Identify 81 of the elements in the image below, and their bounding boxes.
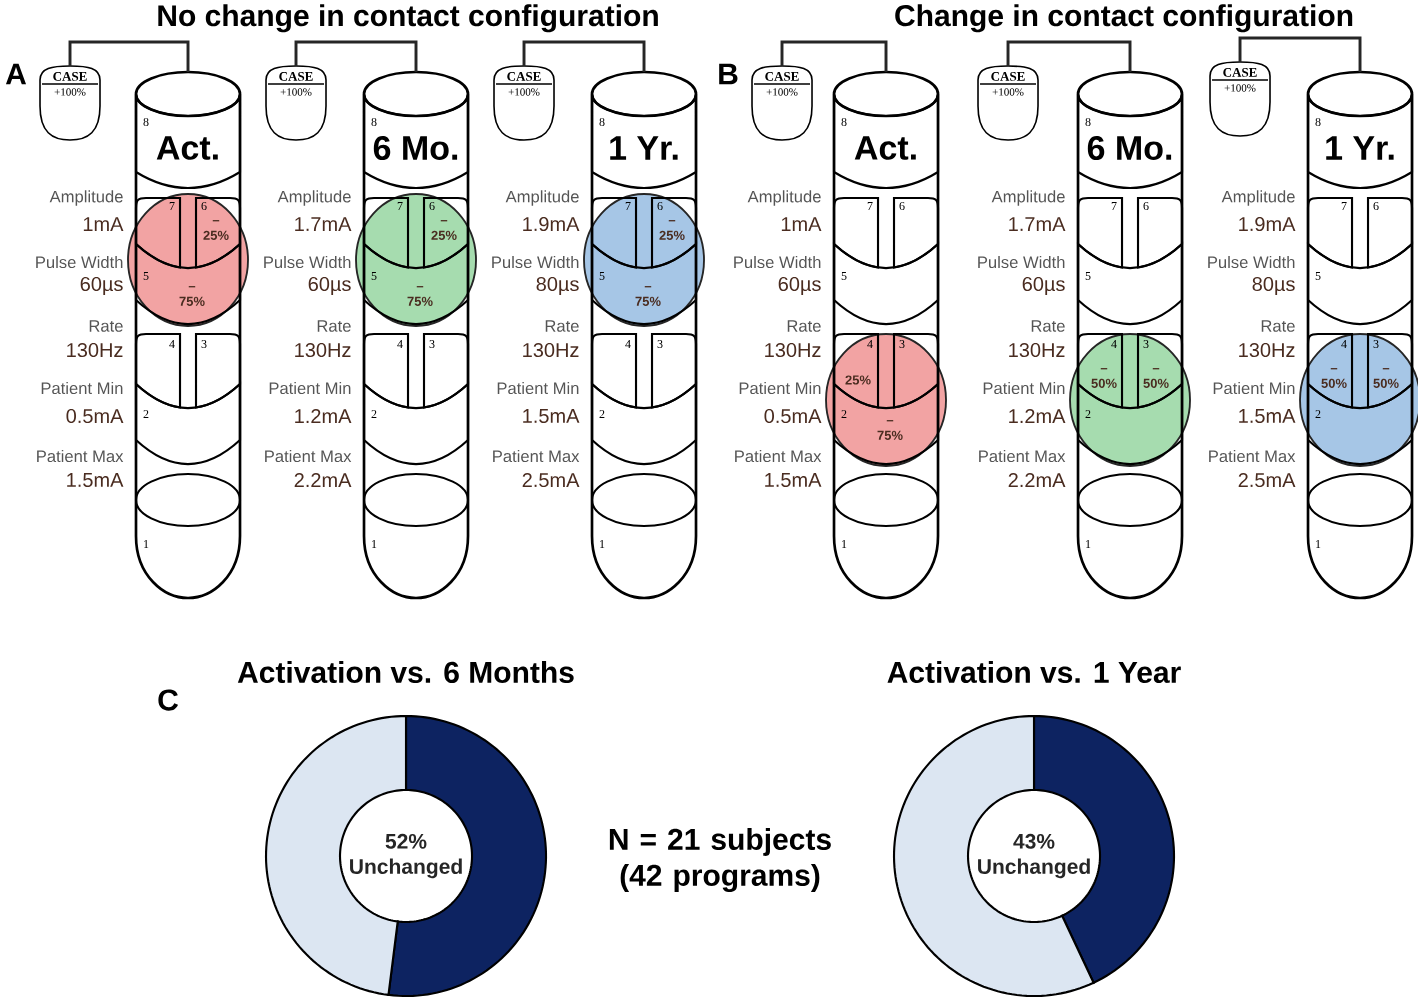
parameter-name: Pulse Width [36, 255, 123, 269]
parameter-value: 1.7mA [295, 217, 352, 231]
parameter-name: Rate [1031, 320, 1065, 332]
parameter-value: 1.7mA [1009, 217, 1066, 231]
timepoint-label: 1 Yr. [1326, 136, 1394, 160]
parameter-value: 130Hz [295, 342, 351, 358]
parameter-name: Amplitude [747, 190, 821, 206]
parameter-value: 2.2mA [1008, 473, 1066, 487]
parameter-name: Rate [1261, 320, 1295, 332]
chart-title: Activation vs. 1 Year [887, 661, 1181, 684]
lead-wire [522, 40, 646, 72]
parameter-name: Patient Min [1213, 381, 1295, 395]
panel-title: Change in contact configuration [895, 4, 1353, 33]
timepoint-label: 1 Yr. [610, 136, 678, 160]
center-label: 52% Unchanged [350, 833, 462, 879]
lead-wire [68, 40, 190, 72]
parameter-value: 2.5mA [1238, 472, 1296, 488]
parameter-value: 1.2mA [1009, 409, 1066, 423]
parameter-name: Amplitude [49, 190, 123, 206]
parameter-name: Patient Max [493, 449, 580, 463]
timepoint-label: 6 Mo. [373, 135, 458, 161]
lead-wire [780, 40, 888, 72]
parameter-value: 1mA [781, 217, 822, 231]
parameter-name: Pulse Width [264, 255, 351, 269]
parameter-name: Patient Max [37, 449, 124, 463]
parameter-value: 60µs [1022, 276, 1065, 296]
parameter-value: 1.5mA [1239, 409, 1296, 423]
parameter-name: Rate [787, 320, 821, 332]
panel-letter: C [158, 689, 178, 711]
parameter-name: Patient Max [979, 449, 1066, 463]
chart-title: Activation vs. 6 Months [237, 661, 574, 684]
parameter-name: Amplitude [505, 190, 579, 206]
parameter-name: Patient Min [269, 381, 351, 395]
parameter-name: Amplitude [277, 190, 351, 206]
parameter-value: 1.9mA [523, 216, 580, 232]
parameter-value: 130Hz [1009, 342, 1065, 358]
parameter-value: 60µs [80, 276, 123, 296]
parameter-value: 2.2mA [294, 473, 352, 487]
parameter-name: Patient Max [735, 449, 822, 463]
parameter-name: Patient Max [1209, 449, 1296, 463]
parameter-value: 2.5mA [522, 472, 580, 488]
center-label: 43% Unchanged [978, 833, 1090, 879]
parameter-value: 1.5mA [765, 473, 822, 487]
parameter-name: Pulse Width [978, 255, 1065, 269]
parameter-value: 80µs [1252, 276, 1295, 296]
parameter-value: 130Hz [67, 342, 123, 358]
parameter-value: 1.2mA [295, 409, 352, 423]
parameter-value: 130Hz [1239, 342, 1295, 358]
parameter-value: 1mA [83, 217, 124, 231]
parameter-value: 60µs [778, 276, 821, 296]
parameter-value: 130Hz [765, 342, 821, 358]
parameter-name: Pulse Width [734, 255, 821, 269]
timepoint-label: 6 Mo. [1087, 135, 1172, 161]
parameter-value: 1.9mA [1239, 216, 1296, 232]
timepoint-label: Act. [854, 136, 916, 160]
panel-letter: B [719, 63, 738, 85]
parameter-name: Rate [545, 320, 579, 332]
lead-wire [294, 40, 418, 72]
parameter-name: Patient Max [265, 449, 352, 463]
parameter-value: 1.5mA [67, 473, 124, 487]
parameter-name: Rate [89, 320, 123, 332]
parameter-name: Patient Min [497, 381, 579, 395]
parameter-name: Amplitude [991, 190, 1065, 206]
parameter-name: Pulse Width [1208, 255, 1295, 269]
lead-wire [1238, 36, 1362, 72]
parameter-name: Rate [317, 320, 351, 332]
timepoint-label: Act. [156, 136, 218, 160]
parameter-value: 0.5mA [66, 408, 124, 424]
parameter-value: 60µs [308, 276, 351, 296]
parameter-name: Pulse Width [492, 255, 579, 269]
parameter-value: 80µs [536, 276, 579, 296]
panel-title: No change in contact configuration [158, 4, 658, 33]
parameter-name: Amplitude [1221, 190, 1295, 206]
parameter-name: Patient Min [41, 381, 123, 395]
parameter-name: Patient Min [983, 381, 1065, 395]
sample-size-note: N = 21 subjects (42 programs) [609, 827, 831, 893]
parameter-value: 130Hz [523, 342, 579, 358]
lead-wire [1006, 40, 1132, 72]
parameter-value: 0.5mA [764, 408, 822, 424]
parameter-value: 1.5mA [523, 409, 580, 423]
parameter-name: Patient Min [739, 381, 821, 395]
